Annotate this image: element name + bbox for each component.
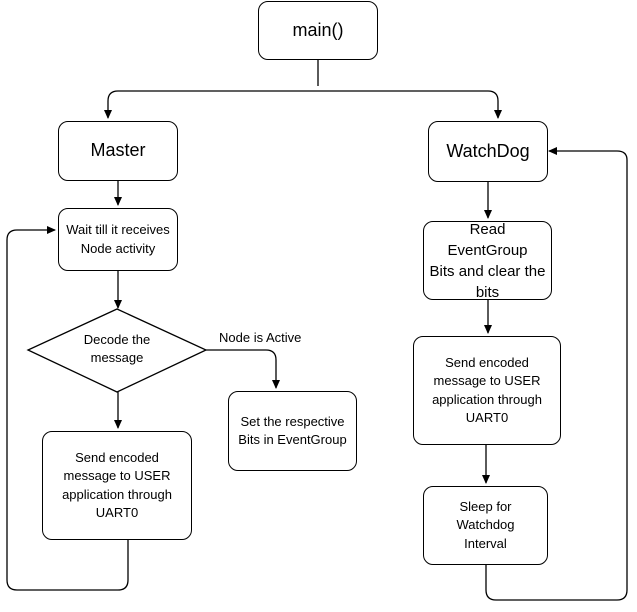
sleep-node: Sleep for Watchdog Interval — [423, 486, 548, 565]
send-master-label-line-3: application through — [62, 486, 172, 502]
master-node: Master — [58, 121, 178, 181]
send-watchdog-label-line-2: message to USER — [433, 373, 541, 389]
send-watchdog-label-line-1: Send encoded — [445, 355, 529, 371]
watchdog-label: WatchDog — [446, 140, 530, 161]
send-watchdog-label-line-4: UART0 — [465, 409, 509, 425]
wait-label-line-1: Wait till it receives — [66, 222, 170, 238]
master-label: Master — [90, 140, 146, 161]
arrow-to-watchdog — [318, 90, 502, 119]
decode-label: Decode the message — [58, 331, 176, 367]
set-bits-label-line-2: Bits in EventGroup — [238, 432, 347, 447]
arrow-loop-master — [6, 226, 129, 591]
wait-node: Wait till it receives Node activity — [58, 208, 178, 271]
node-active-edge-label: Node is Active — [219, 330, 302, 345]
read-label-line-4: bits — [475, 283, 500, 301]
sleep-label-line-2: Watchdog — [456, 517, 515, 533]
send-master-label-line-4: UART0 — [95, 504, 139, 520]
send-watchdog-label-line-3: application through — [432, 391, 542, 407]
decode-label-line-1: Decode the — [83, 332, 151, 347]
main-node: main() — [258, 1, 378, 60]
sleep-label-line-3: Interval — [464, 535, 507, 551]
set-bits-node: Set the respective Bits in EventGroup — [228, 391, 357, 471]
sleep-label-line-1: Sleep for — [459, 499, 512, 515]
read-label-line-2: EventGroup — [447, 241, 528, 259]
send-master-label-line-2: message to USER — [63, 468, 171, 484]
send-master-label-line-1: Send encoded — [75, 450, 159, 466]
send-watchdog-node: Send encoded message to USER application… — [413, 336, 561, 445]
read-label-line-3: Bits and clear the — [429, 262, 546, 280]
watchdog-node: WatchDog — [428, 121, 548, 182]
arrow-loop-watchdog — [485, 147, 628, 601]
arrow-to-master — [104, 90, 318, 119]
read-label-line-1: Read — [469, 220, 506, 238]
send-master-node: Send encoded message to USER application… — [42, 431, 192, 540]
main-label: main() — [292, 19, 344, 40]
arrow-decode-setbits — [206, 349, 280, 389]
decode-label-line-2: message — [90, 350, 144, 366]
set-bits-label-line-1: Set the respective — [240, 413, 345, 429]
read-node: Read EventGroup Bits and clear the bits — [423, 220, 552, 301]
decode-diamond — [26, 308, 208, 393]
wait-label-line-2: Node activity — [80, 240, 156, 256]
